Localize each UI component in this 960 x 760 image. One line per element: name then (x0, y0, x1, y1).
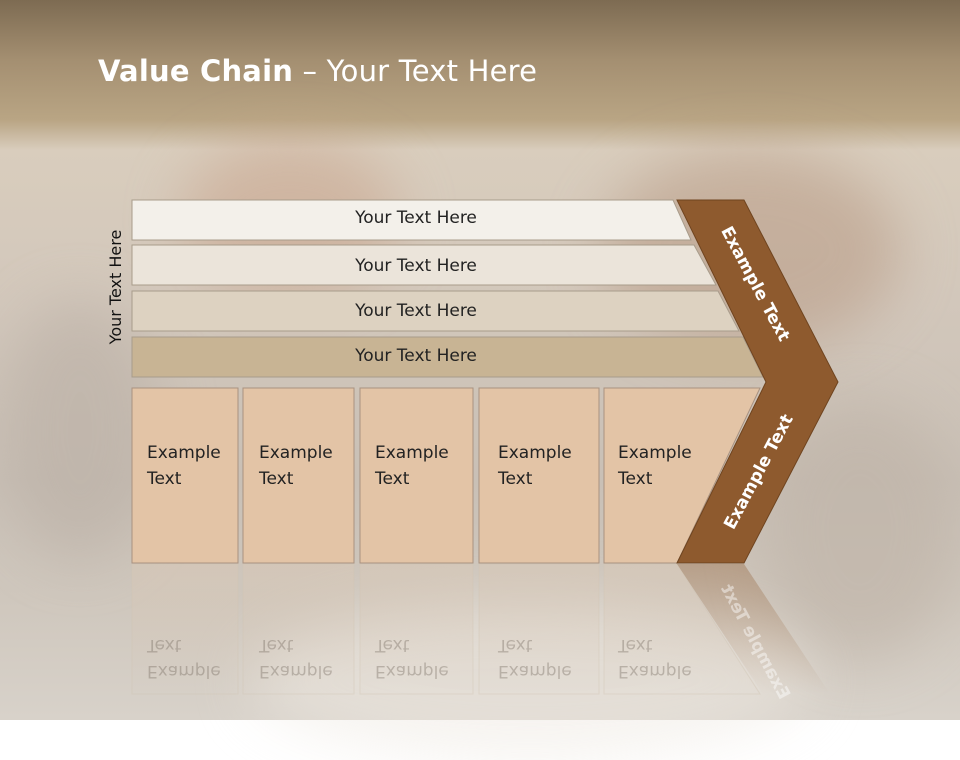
cell-4-reflection-line1: Example (498, 661, 572, 681)
bar-2 (131, 244, 717, 286)
cell-4 (478, 387, 600, 564)
cell-5-reflection-text: Example Text (618, 632, 692, 684)
cell-3-reflection-text: Example Text (375, 632, 449, 684)
cell-1-reflection-line2: Text (147, 635, 182, 655)
bar-3-label: Your Text Here (355, 301, 477, 321)
cell-2-reflection-line1: Example (259, 661, 333, 681)
cell-1-reflection-line1: Example (147, 661, 221, 681)
value-chain-diagram (131, 199, 839, 695)
cell-2 (242, 387, 355, 564)
cell-1-reflection-text: Example Text (147, 632, 221, 684)
title-rest: – Your Text Here (293, 54, 538, 88)
bar-4-label: Your Text Here (355, 346, 477, 366)
cell-4-reflection-text: Example Text (498, 632, 572, 684)
cell-3-reflection-line1: Example (375, 661, 449, 681)
cell-2-line1: Example (259, 443, 333, 463)
cell-reflection (603, 563, 761, 695)
cell-reflection (131, 563, 239, 695)
cell-5-line2: Text (618, 469, 653, 489)
cell-2-reflection-line2: Text (259, 635, 294, 655)
cell-2-reflection-text: Example Text (259, 632, 333, 684)
cell-2-line2: Text (259, 469, 294, 489)
title-bold: Value Chain (98, 54, 294, 88)
slide-title: Value Chain – Your Text Here (98, 54, 537, 88)
cell-4-line2: Text (498, 469, 533, 489)
chevron-reflection (677, 564, 830, 694)
cell-5-line1: Example (618, 443, 692, 463)
cell-reflection (359, 563, 474, 695)
cell-1 (131, 387, 239, 564)
cell-5-reflection-line1: Example (618, 661, 692, 681)
bar-1 (131, 199, 692, 241)
cell-1-line1: Example (147, 443, 221, 463)
cell-4-reflection-line2: Text (498, 635, 533, 655)
cell-3-line1: Example (375, 443, 449, 463)
cell-5-reflection-line2: Text (618, 635, 653, 655)
cell-1-line2: Text (147, 469, 182, 489)
cell-3 (359, 387, 474, 564)
bar-2-label: Your Text Here (355, 256, 477, 276)
cell-3-line2: Text (375, 469, 410, 489)
cell-3-reflection-line2: Text (375, 635, 410, 655)
chevron-arrow (676, 199, 839, 564)
reflection-group (131, 563, 830, 695)
cell-reflection (242, 563, 355, 695)
bar-3 (131, 290, 740, 332)
bar-1-label: Your Text Here (355, 208, 477, 228)
cell-4-line1: Example (498, 443, 572, 463)
cell-reflection (478, 563, 600, 695)
